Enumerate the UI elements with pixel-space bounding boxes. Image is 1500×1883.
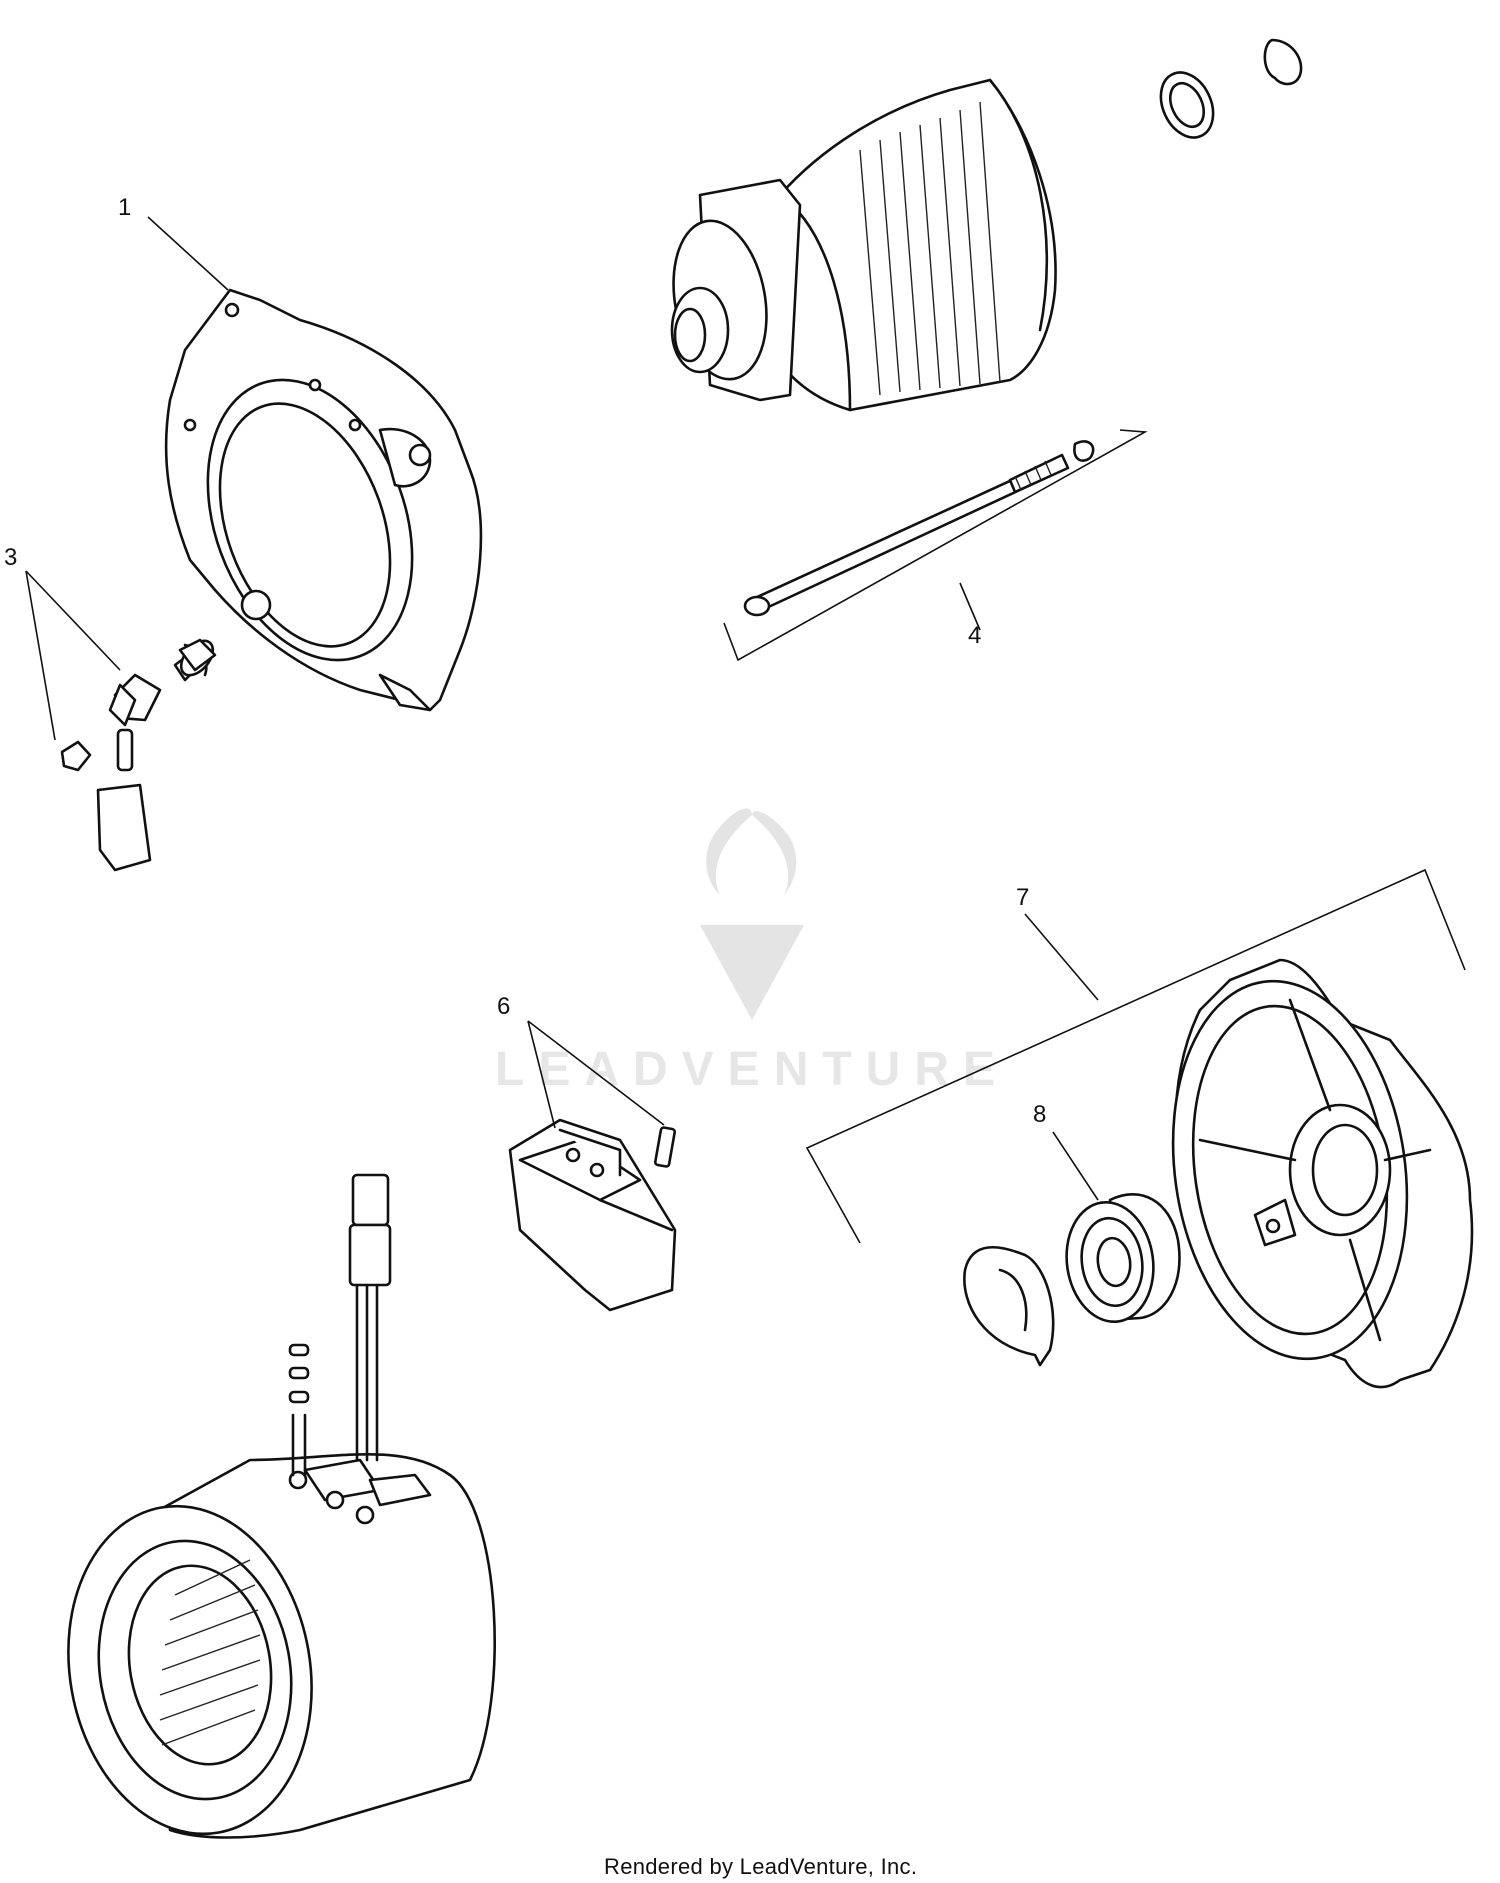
part-7-end-bell[interactable] xyxy=(1150,958,1474,1389)
callout-1: 1 xyxy=(118,194,131,221)
leader-lines xyxy=(25,216,1466,1244)
snap-ring[interactable] xyxy=(963,1246,1055,1367)
part-3-sensor[interactable] xyxy=(60,635,219,872)
callout-6: 6 xyxy=(497,993,510,1020)
stator-assembly[interactable] xyxy=(43,1173,496,1853)
stator-laminations xyxy=(159,1559,261,1746)
part-1-adapter-housing[interactable] xyxy=(164,288,483,712)
leadventure-watermark: LEADVENTURE xyxy=(495,808,1009,1096)
rotor-retaining-clip[interactable] xyxy=(1263,38,1303,86)
part-8-bearing[interactable] xyxy=(1059,1193,1181,1327)
part-6-brush-holder[interactable] xyxy=(508,1118,677,1312)
rendered-by-footer: Rendered by LeadVenture, Inc. xyxy=(604,1854,917,1879)
bolt-thread xyxy=(1014,460,1052,491)
callout-4: 4 xyxy=(968,622,981,649)
callout-8: 8 xyxy=(1033,1101,1046,1128)
callout-3: 3 xyxy=(4,544,17,571)
rotor-laminations xyxy=(859,101,1001,396)
callout-numbers: 1 3 4 6 7 8 xyxy=(4,194,1046,1128)
callout-7: 7 xyxy=(1016,884,1029,911)
rotor-assembly[interactable] xyxy=(662,78,1057,412)
part-4-through-bolt[interactable] xyxy=(743,440,1095,617)
watermark-text: LEADVENTURE xyxy=(495,1043,1009,1096)
rotor-washer[interactable] xyxy=(1151,64,1223,146)
